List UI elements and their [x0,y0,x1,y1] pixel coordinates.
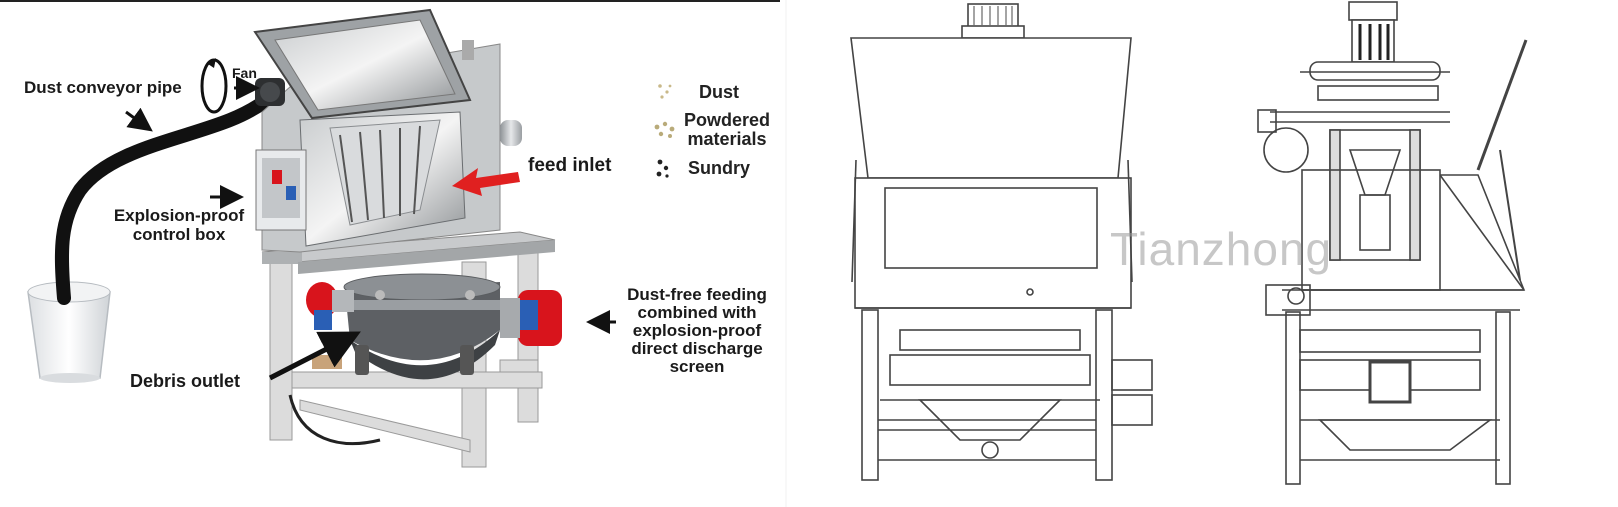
watermark: Tianzhong [1110,223,1333,275]
legend-powdered-line2: materials [687,129,767,149]
base-box [312,355,342,369]
legend-dust-label: Dust [699,82,739,102]
legend-powdered-line1: Powdered [684,110,771,130]
dust-icon [658,84,672,99]
open-lid [253,8,472,120]
fan [255,78,285,106]
feed-inlet-arrow [452,168,520,196]
explosion-proof-control-box-label: Explosion-proof control box [104,206,254,244]
vibration-motor-left [306,282,354,330]
dust-free-line1: Dust-free feeding [627,285,767,304]
legend-powdered-label: Powdered materials [684,111,770,149]
feed-inlet-pointer [500,159,516,160]
front-view-drawing [850,3,1153,481]
control-box-label-line1: Explosion-proof [113,206,245,225]
side-view-drawing [1257,1,1528,485]
feed-inlet-label: feed inlet [528,155,612,176]
dust-free-line2: combined with [637,303,757,322]
dust-free-line5: screen [669,357,725,376]
dust-free-feeding-label: Dust-free feeding combined with explosio… [612,286,782,376]
powdered-materials-icon [654,121,675,138]
dust-free-line3: explosion-proof [632,321,762,340]
fan-label: Fan [232,65,257,81]
debris-outlet-label: Debris outlet [130,371,241,391]
springs [355,345,474,375]
legend-sundry-label: Sundry [688,158,751,178]
control-box [255,149,307,231]
control-box-label-line2: control box [132,225,226,244]
pipe-arrow [125,107,153,132]
machine-photo [27,8,675,468]
sundry-icon [656,159,669,178]
cable [288,394,381,446]
dust-free-line4: direct discharge [631,339,763,358]
dust-conveyor-hose [54,89,279,305]
vibration-motor-right [500,290,562,346]
debris-outlet-arrow [268,331,361,381]
dust-conveyor-pipe-label: Dust conveyor pipe [24,78,182,97]
